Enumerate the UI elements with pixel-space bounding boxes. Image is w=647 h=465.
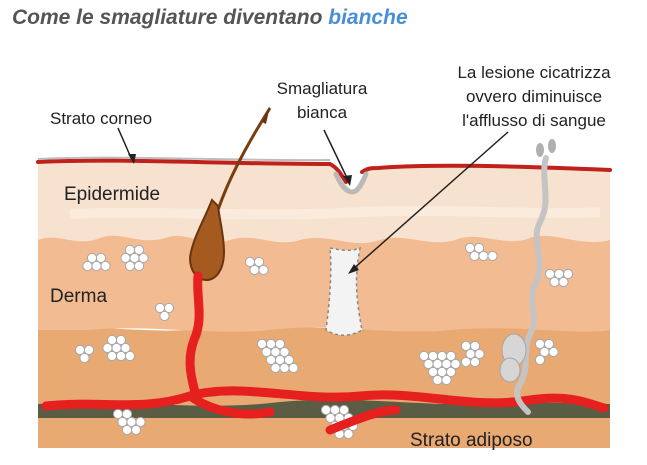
label-smagliatura-1: Smagliatura [277, 79, 368, 98]
hair-tip [262, 106, 270, 124]
pointer-smagliatura [323, 129, 349, 181]
hair-follicle [188, 198, 226, 282]
arrowhead-strato-corneo [128, 154, 136, 164]
title-main: Come le smagliature diventano [12, 6, 323, 29]
epidermis-highlight [69, 205, 601, 220]
label-strato-adiposo: Strato adiposo [410, 430, 533, 451]
arrowhead-smagliatura [343, 175, 352, 186]
diagram-title: Come le smagliature diventano bianche [12, 6, 408, 30]
stretch-mark-dip [333, 171, 369, 195]
label-strato-corneo: Strato corneo [50, 109, 152, 128]
grey-capillary [514, 155, 549, 415]
label-derma: Derma [50, 286, 107, 307]
stretch-mark-column [325, 246, 363, 336]
label-smagliatura-2: bianca [297, 103, 348, 122]
strato-corneo-grey [37, 156, 331, 162]
capillary-tip-left [536, 143, 544, 157]
label-epidermide: Epidermide [64, 184, 160, 205]
label-lesione-3: l'afflusso di sangue [462, 111, 606, 130]
strato-corneo-line [36, 158, 612, 184]
title-accent: bianche [328, 6, 408, 29]
capillary-knot [499, 333, 527, 383]
epidermis-layer [38, 160, 610, 244]
blood-vessels [41, 271, 609, 435]
arrowhead-lesione [348, 264, 359, 274]
dermis-layer [38, 233, 610, 332]
capillary-tip-right [548, 139, 556, 153]
label-lesione-1: La lesione cicatrizza [457, 63, 611, 82]
label-lesione-2: ovvero diminuisce [466, 87, 602, 106]
pointer-lesione [351, 131, 509, 271]
